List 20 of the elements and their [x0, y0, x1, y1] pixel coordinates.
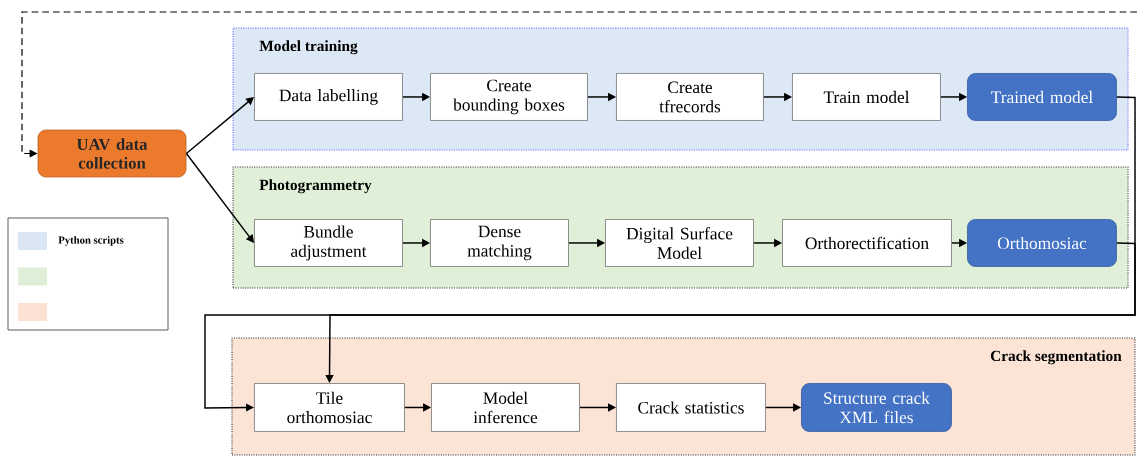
process-box: Model inference	[431, 383, 580, 432]
arrow	[325, 242, 1136, 383]
arrow	[765, 403, 801, 412]
process-box: Data labelling	[254, 73, 403, 121]
output-box: Trained model	[967, 73, 1117, 121]
start-box: UAV data collection	[37, 129, 187, 178]
arrow	[579, 403, 616, 412]
process-box: Orthorectification	[782, 219, 952, 267]
legend-label: Python scripts	[58, 236, 124, 246]
output-box: Orthomosiac	[967, 219, 1117, 267]
process-box: Crack statistics	[616, 383, 766, 432]
process-box: Dense matching	[430, 219, 569, 267]
process-box: Create tfrecords	[616, 73, 764, 121]
process-box: Tile orthomosiac	[254, 383, 405, 432]
arrow	[404, 403, 431, 412]
process-box: Train model	[792, 73, 941, 121]
process-box: Bundle adjustment	[254, 219, 403, 267]
process-box: Create bounding boxes	[430, 73, 588, 121]
output-box: Structure crack XML files	[801, 383, 952, 432]
process-box: Digital Surface Model	[605, 219, 754, 267]
